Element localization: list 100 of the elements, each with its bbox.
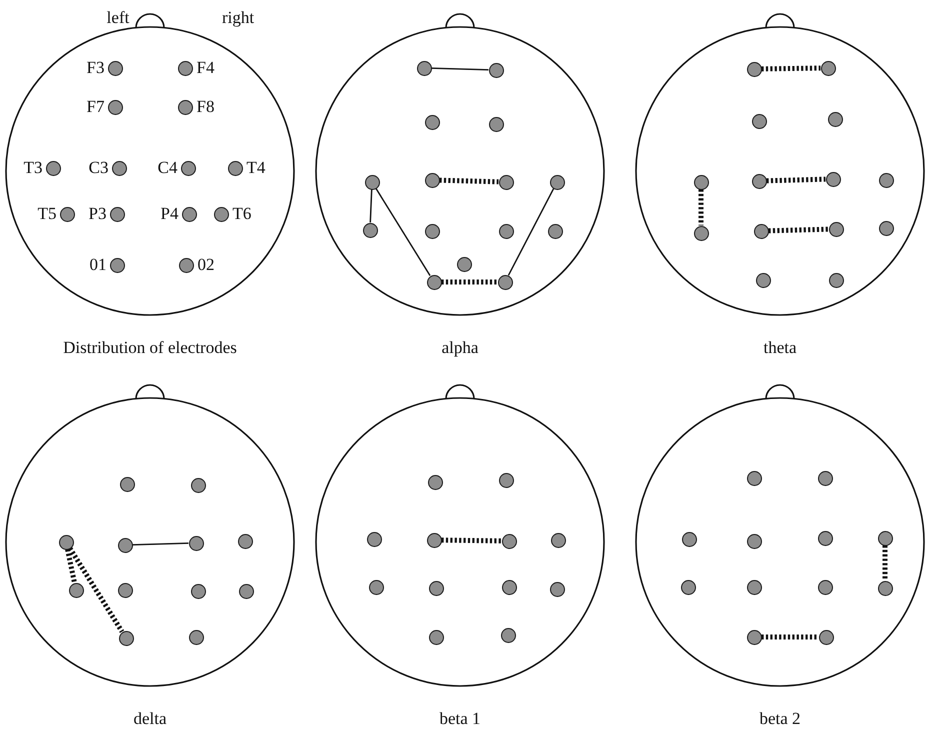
electrode	[826, 172, 840, 186]
electrode	[682, 532, 696, 546]
electrode	[746, 534, 762, 548]
direction-label: right	[222, 8, 254, 28]
electrode	[238, 584, 254, 598]
electrode	[60, 206, 74, 222]
electrode	[46, 160, 60, 176]
electrode-label: C3	[88, 158, 108, 178]
electrode-label: 02	[198, 255, 214, 275]
electrode-label: P4	[160, 204, 178, 224]
electrode	[550, 532, 566, 548]
connection-line	[762, 634, 818, 640]
head-label: alpha	[440, 338, 480, 358]
electrode	[502, 534, 516, 548]
electrode	[878, 530, 892, 546]
electrode	[178, 258, 194, 272]
electrode	[108, 60, 122, 76]
electrode-label: F4	[196, 58, 214, 78]
electrode	[550, 174, 564, 190]
connection-line	[370, 189, 372, 223]
electrode	[424, 114, 440, 130]
electrode-label: T5	[38, 204, 56, 224]
head-label: beta 1	[438, 709, 482, 729]
connection-line	[441, 538, 502, 544]
connection-line	[442, 280, 498, 284]
electrode	[498, 174, 514, 190]
electrode	[68, 582, 84, 598]
electrode-label: 01	[90, 255, 106, 275]
connection-line	[431, 68, 489, 70]
electrode	[428, 580, 444, 596]
electrode	[488, 116, 504, 132]
electrode	[214, 206, 228, 222]
electrode	[426, 532, 442, 548]
electrode	[182, 206, 196, 222]
electrode	[746, 470, 762, 486]
electrode	[368, 580, 384, 594]
electrode	[456, 256, 472, 272]
electrode	[416, 60, 432, 76]
connection-line	[698, 190, 704, 226]
electrode	[190, 478, 206, 492]
electrode	[110, 258, 124, 272]
electrode	[428, 474, 442, 490]
electrode	[428, 630, 444, 644]
electrode	[180, 160, 196, 176]
electrode	[818, 470, 832, 486]
head-label: delta	[132, 709, 168, 729]
electrode	[118, 582, 132, 598]
electrode	[746, 580, 762, 594]
electrode	[828, 222, 844, 236]
electrode	[818, 580, 832, 594]
electrode	[178, 60, 192, 76]
electrode	[238, 534, 252, 548]
electrode	[112, 160, 126, 176]
electrode	[878, 220, 894, 236]
electrode-label: F3	[86, 58, 104, 78]
electrode	[108, 100, 122, 114]
electrode	[364, 174, 380, 190]
electrode	[424, 224, 440, 238]
electrode	[752, 174, 766, 188]
head-label: beta 2	[758, 709, 802, 729]
electrode	[878, 172, 894, 188]
electrode-label: F7	[86, 97, 104, 117]
electrode	[424, 172, 440, 188]
electrode	[58, 534, 74, 550]
electrode	[746, 62, 762, 76]
electrode	[818, 530, 832, 546]
electrode	[498, 224, 514, 238]
electrode	[362, 222, 378, 238]
electrode	[120, 476, 134, 492]
electrode	[878, 580, 892, 596]
connection-line	[68, 547, 124, 633]
electrode	[680, 580, 696, 594]
electrode	[828, 272, 844, 288]
electrode	[828, 112, 842, 126]
electrode	[178, 100, 192, 114]
electrode	[426, 274, 442, 290]
electrode	[188, 536, 204, 550]
electrode	[366, 532, 382, 546]
connection-line	[761, 66, 821, 72]
electrode	[754, 224, 768, 238]
connection-line	[882, 546, 888, 580]
connection-line	[768, 226, 829, 234]
electrode	[118, 538, 132, 552]
electrode	[694, 226, 708, 240]
electrode	[818, 630, 834, 644]
electrode	[752, 114, 766, 128]
electrode	[498, 274, 512, 290]
direction-label: left	[106, 8, 130, 28]
electrode	[502, 580, 516, 594]
electrode	[550, 582, 564, 596]
electrode-label: C4	[158, 158, 178, 178]
electrode	[498, 472, 514, 488]
electrode	[488, 62, 504, 78]
electrode-label: T6	[232, 204, 252, 224]
head-label: theta	[762, 338, 798, 358]
electrode	[118, 630, 134, 646]
electrode	[746, 630, 762, 644]
electrode	[500, 628, 516, 642]
connection-line	[508, 188, 554, 276]
connection-line	[375, 188, 431, 276]
